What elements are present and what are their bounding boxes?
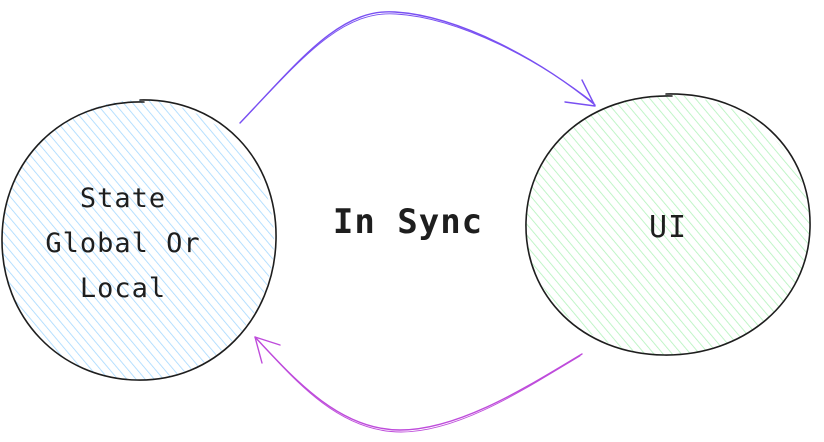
- ui-node[interactable]: [525, 93, 811, 356]
- arrow-state-to-ui[interactable]: [239, 11, 596, 124]
- center-label: In Sync: [332, 202, 484, 242]
- ui-node-fill: [526, 95, 810, 355]
- arrow-ui-to-state[interactable]: [254, 336, 583, 433]
- ui-node-outline: [525, 93, 811, 356]
- state-label-line-1: State: [79, 183, 167, 214]
- arrow-ui-to-state-line: [254, 336, 583, 431]
- arrow-state-to-ui-head: [564, 79, 596, 107]
- ui-node-label: UI: [648, 210, 688, 245]
- arrow-state-to-ui-line-sketch: [241, 13, 595, 122]
- state-node-outline: [1, 99, 277, 381]
- arrow-ui-to-state-line-sketch: [256, 338, 581, 433]
- state-node-fill: [2, 100, 274, 380]
- state-node-label: State Global Or Local: [38, 176, 208, 311]
- arrow-ui-to-state-head: [254, 336, 281, 364]
- state-node[interactable]: [1, 99, 277, 381]
- state-label-line-2: Global Or: [45, 228, 201, 259]
- state-label-line-3: Local: [79, 273, 167, 304]
